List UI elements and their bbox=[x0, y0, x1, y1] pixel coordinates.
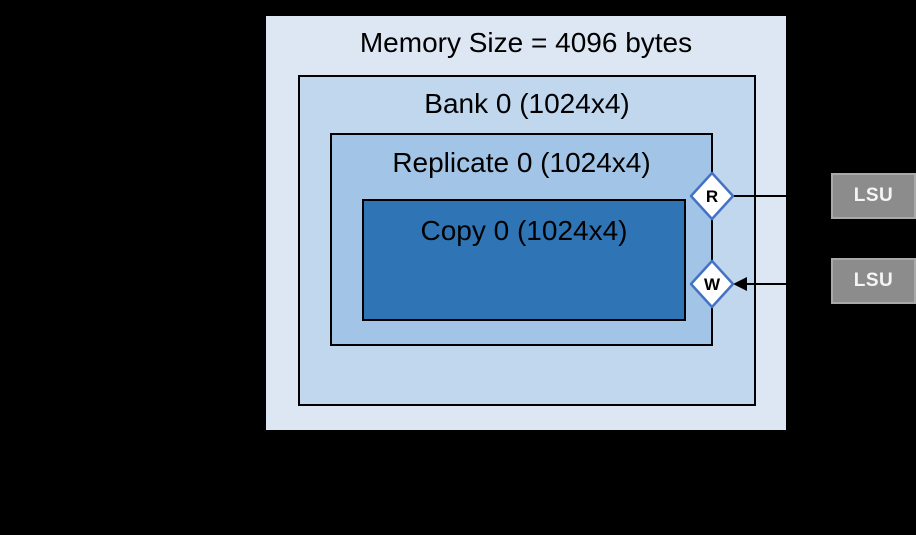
copy-box: Copy 0 (1024x4) bbox=[362, 199, 686, 321]
memory-size-label: Memory Size = 4096 bytes bbox=[359, 27, 693, 58]
bank-box: Bank 0 (1024x4) Replicate 0 (1024x4) Cop… bbox=[298, 75, 756, 406]
replicate-box: Replicate 0 (1024x4) Copy 0 (1024x4) bbox=[330, 133, 713, 346]
lsu-read-unit: LSU bbox=[831, 173, 916, 219]
copy-label: Copy 0 (1024x4) bbox=[420, 215, 628, 246]
replicate-label: Replicate 0 (1024x4) bbox=[392, 147, 651, 178]
lsu-write-unit: LSU bbox=[831, 258, 916, 304]
lsu-read-label: LSU bbox=[853, 185, 894, 206]
lsu-write-label: LSU bbox=[853, 270, 894, 291]
memory-size-box: Memory Size = 4096 bytes Bank 0 (1024x4)… bbox=[264, 14, 788, 432]
bank-label: Bank 0 (1024x4) bbox=[424, 88, 630, 119]
